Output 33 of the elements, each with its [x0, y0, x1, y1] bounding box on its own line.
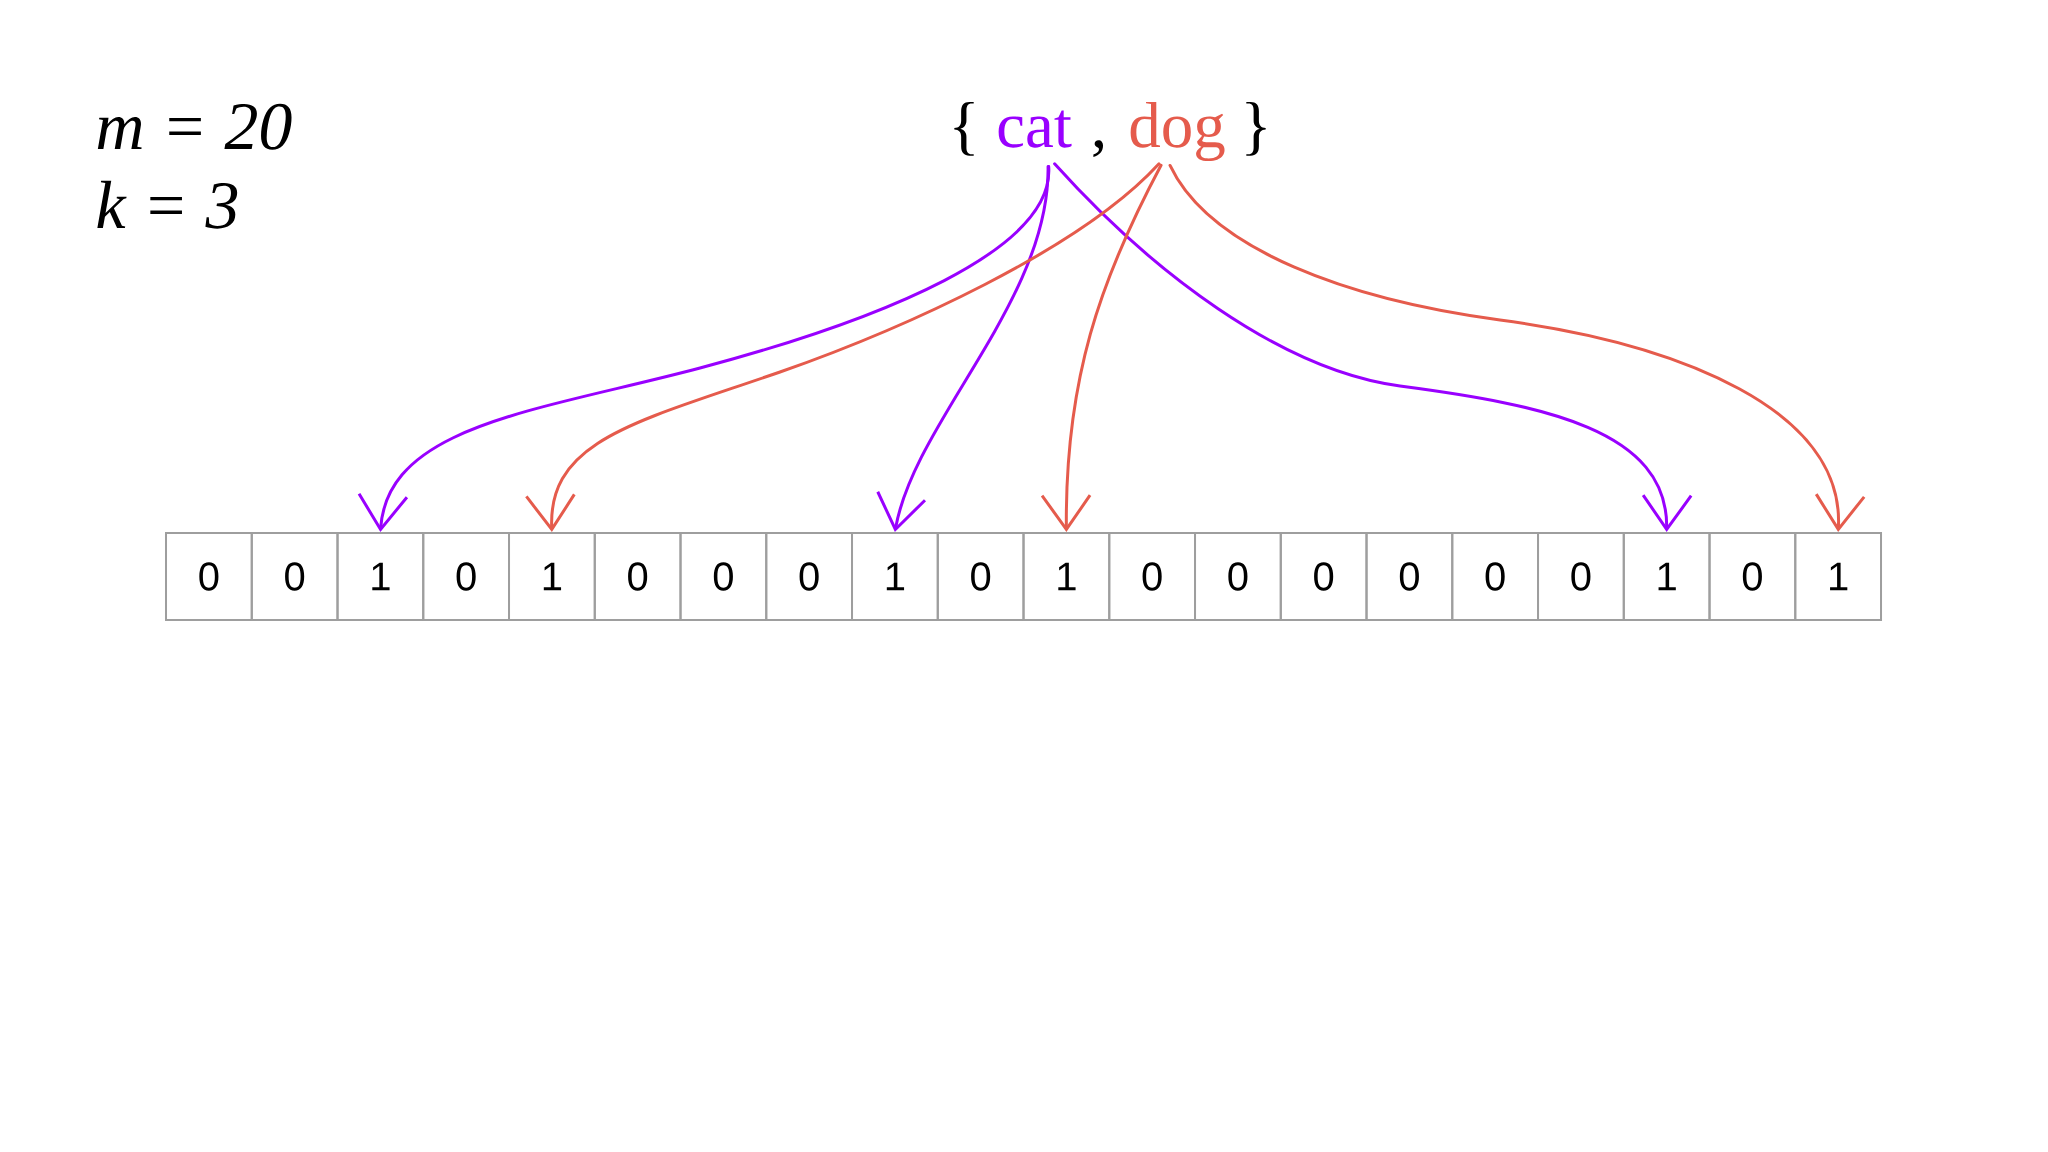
- bit-cell: 1: [336, 532, 425, 621]
- bit-cell: 1: [1022, 532, 1111, 621]
- bit-cell: 0: [1108, 532, 1196, 621]
- bit-cell: 0: [1708, 532, 1797, 621]
- brace: {: [954, 101, 974, 156]
- bit-cell: 0: [1279, 532, 1368, 621]
- curved-arrow: [1053, 162, 1693, 532]
- bit-cell: 0: [593, 532, 682, 621]
- bit-cell: 0: [936, 532, 1025, 621]
- bit-cell: 0: [1194, 532, 1282, 621]
- curved-arrow: [525, 162, 1161, 532]
- bit-cell: 0: [1537, 532, 1625, 621]
- bit-cell: 1: [1794, 532, 1882, 621]
- bit-cell: 0: [1451, 532, 1539, 621]
- curved-arrow: [1168, 163, 1866, 532]
- bit-cell: 1: [1622, 532, 1711, 621]
- comma: ,: [1093, 140, 1104, 157]
- bit-cell: 0: [1365, 532, 1454, 621]
- bit-cell: 0: [765, 532, 853, 621]
- bit-cell: 0: [250, 532, 339, 621]
- curved-arrow: [357, 164, 1051, 532]
- bit-cell: 0: [165, 532, 253, 621]
- brace: }: [1246, 101, 1266, 156]
- curved-arrow: [1040, 163, 1163, 532]
- parameter-label: m = 20: [97, 103, 292, 150]
- bit-cell: 1: [508, 532, 596, 621]
- curved-arrow: [876, 164, 1050, 532]
- word: dog: [1130, 101, 1225, 162]
- word: cat: [998, 110, 1072, 148]
- parameter-label: k = 3: [97, 180, 238, 229]
- bit-cell: 1: [851, 532, 939, 621]
- bit-cell: 0: [679, 532, 768, 621]
- bit-cell: 0: [422, 532, 510, 621]
